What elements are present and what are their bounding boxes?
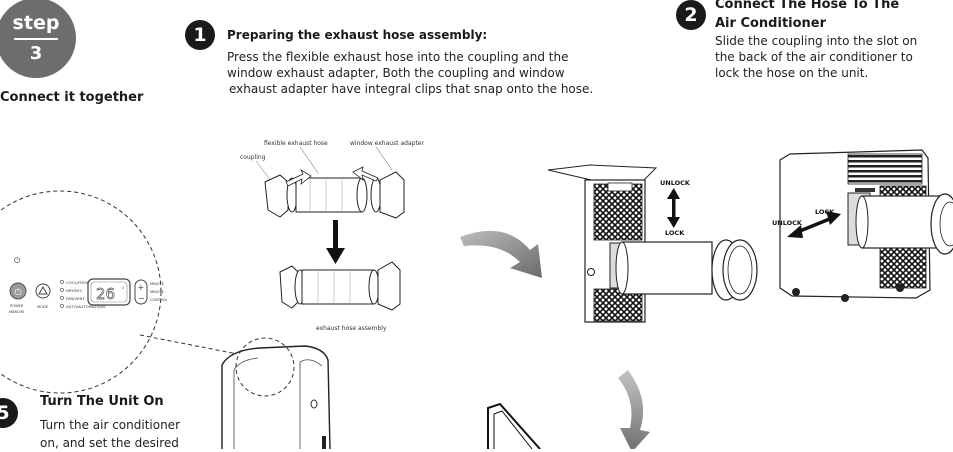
step1-body: Press the flexible exhaust hose into the… (227, 49, 593, 97)
step2-line: lock the hose on the unit. (715, 66, 869, 80)
section-title: Connect it together (0, 90, 144, 105)
power-button: ⏻ ⏻ POWER MARCHE (9, 256, 27, 314)
gray-arrow-right (460, 230, 542, 278)
panel-highlight-circle (235, 337, 295, 397)
step5-line: Turn the air conditioner (40, 418, 180, 432)
svg-text:⏻: ⏻ (14, 256, 21, 265)
step2-title: Connect The Hose To The Air Conditioner (715, 0, 899, 33)
mode-option: AUTO/AUTOMATIQUE (66, 304, 106, 309)
lock-arrow-vertical (667, 188, 680, 228)
step2-title-line: Connect The Hose To The (715, 0, 900, 12)
step1-line: exhaust adapter have integral clips that… (229, 82, 594, 96)
temperature-display: 26 ° (87, 278, 131, 306)
window-frame-partial (487, 402, 541, 449)
step1-title: Preparing the exhaust hose assembly: (227, 28, 488, 42)
mode-option: FAN/VENT (66, 296, 85, 301)
label-unlock-left: UNLOCK (660, 179, 691, 187)
plus-icon: + (138, 283, 145, 292)
minus-icon: − (138, 294, 145, 303)
right-label: CONTROL (150, 298, 168, 302)
mode-options: COOL/FROID DRY/SEC FAN/VENT AUTO/AUTOMAT… (60, 280, 106, 309)
label-coupling: coupling (240, 154, 266, 161)
label-assembly: exhaust hose assembly (316, 325, 387, 332)
step2-body: Slide the coupling into the slot on the … (715, 33, 917, 81)
mode-button: MODE (35, 283, 51, 309)
mode-label: MODE (37, 305, 49, 309)
lock-arrow-diagonal (787, 211, 841, 238)
ac-back-left: UNLOCK LOCK (547, 164, 758, 323)
temp-stepper: + − MINUTE MINUTE CONTROL (134, 279, 168, 305)
hose-parts-diagram: flexible exhaust hose window exhaust ada… (240, 140, 424, 219)
svg-text:⏻: ⏻ (15, 287, 22, 298)
step-badge-rule (14, 38, 58, 40)
display-value: 26 (96, 285, 115, 303)
power-sublabel: MARCHE (9, 310, 25, 314)
step2-number-badge: 2 (676, 0, 706, 30)
down-arrow (326, 220, 345, 264)
power-label: POWER (10, 304, 24, 308)
step2-line: the back of the air conditioner to (715, 50, 913, 64)
step2-line: Slide the coupling into the slot on (715, 34, 918, 48)
hose-assembly-diagram: exhaust hose assembly (279, 261, 401, 332)
svg-text:°: ° (122, 287, 125, 293)
label-unlock-right: UNLOCK (772, 219, 803, 227)
control-panel: ⏻ ⏻ POWER MARCHE MODE COOL/FROID DRY/SEC… (9, 256, 168, 314)
step5-line: on, and set the desired (40, 436, 179, 450)
ac-back-right: UNLOCK LOCK (772, 149, 953, 302)
right-label: MINUTE (150, 290, 165, 294)
mode-option: COOL/FROID (66, 280, 90, 285)
step5-body: Turn the air conditioner on, and set the… (40, 416, 180, 452)
step1-number-badge: 1 (185, 20, 215, 50)
label-window-adapter: window exhaust adapter (350, 140, 424, 147)
step-word: step (12, 12, 60, 34)
step5-number-badge: 5 (0, 398, 18, 428)
right-label: MINUTE (150, 282, 165, 286)
mode-option: DRY/SEC (66, 288, 83, 293)
step5-title: Turn The Unit On (40, 394, 164, 409)
step1-line: window exhaust adapter, Both the couplin… (227, 66, 565, 80)
ac-unit-front (221, 337, 331, 449)
step1-line: Press the flexible exhaust hose into the… (227, 50, 569, 64)
zoom-circle (0, 190, 162, 394)
label-lock-left: LOCK (665, 229, 685, 237)
label-lock-right: LOCK (815, 208, 835, 216)
step2-title-line: Air Conditioner (715, 16, 827, 31)
label-flexible-hose: flexible exhaust hose (264, 140, 328, 147)
step-badge: step 3 (0, 0, 76, 78)
gray-arrow-down (618, 370, 650, 449)
step-number: 3 (29, 43, 43, 64)
